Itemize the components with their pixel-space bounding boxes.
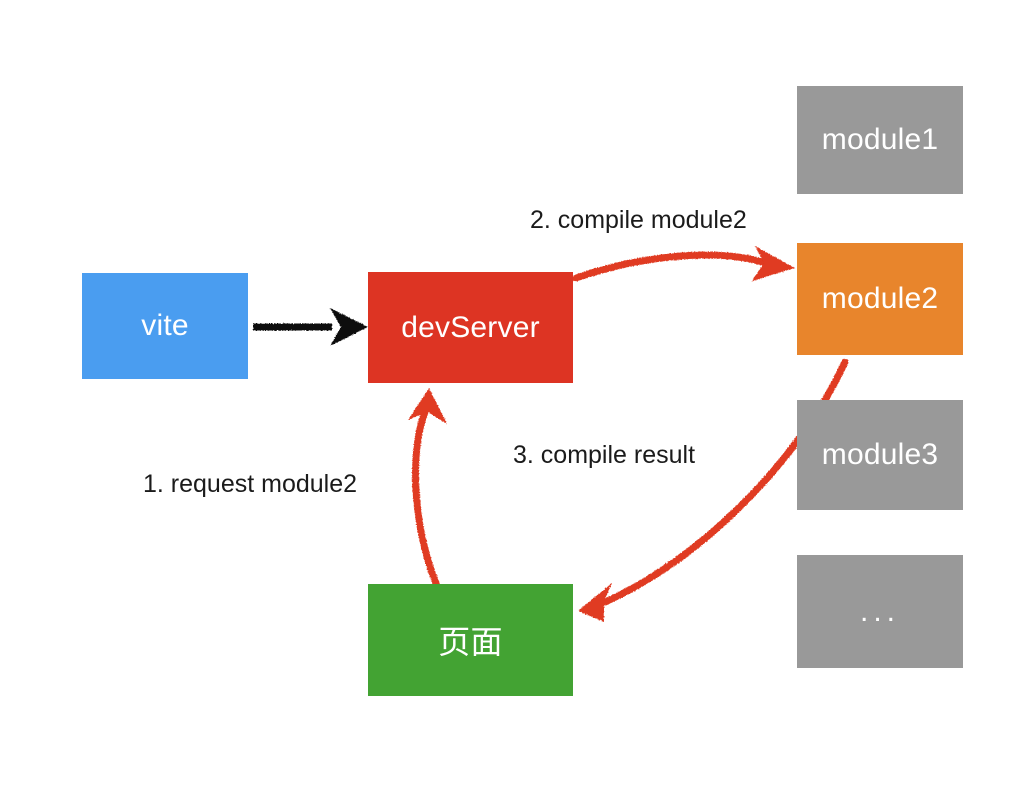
node-vite-label: vite (141, 309, 189, 342)
node-etc[interactable]: ... (797, 555, 963, 668)
node-page[interactable]: 页面 (368, 584, 573, 696)
node-page-label: 页面 (438, 624, 503, 660)
connector-devserver-to-module2 (572, 246, 795, 282)
node-module3[interactable]: module3 (797, 400, 963, 510)
connector-vite-to-devserver (253, 308, 368, 346)
node-devserver-label: devServer (401, 310, 540, 344)
edge-label-compile-result: 3. compile result (513, 441, 696, 469)
edge-label-request-module2: 1. request module2 (143, 470, 358, 498)
node-module1[interactable]: module1 (797, 86, 963, 194)
node-module1-label: module1 (821, 123, 939, 156)
node-devserver[interactable]: devServer (368, 272, 573, 383)
connector-page-to-devserver (408, 388, 447, 590)
node-module2-label: module2 (821, 282, 939, 315)
node-vite[interactable]: vite (82, 273, 248, 379)
edge-label-compile-module2: 2. compile module2 (530, 206, 747, 234)
node-etc-label: ... (859, 594, 900, 628)
node-module3-label: module3 (821, 438, 939, 471)
node-module2[interactable]: module2 (797, 243, 963, 355)
